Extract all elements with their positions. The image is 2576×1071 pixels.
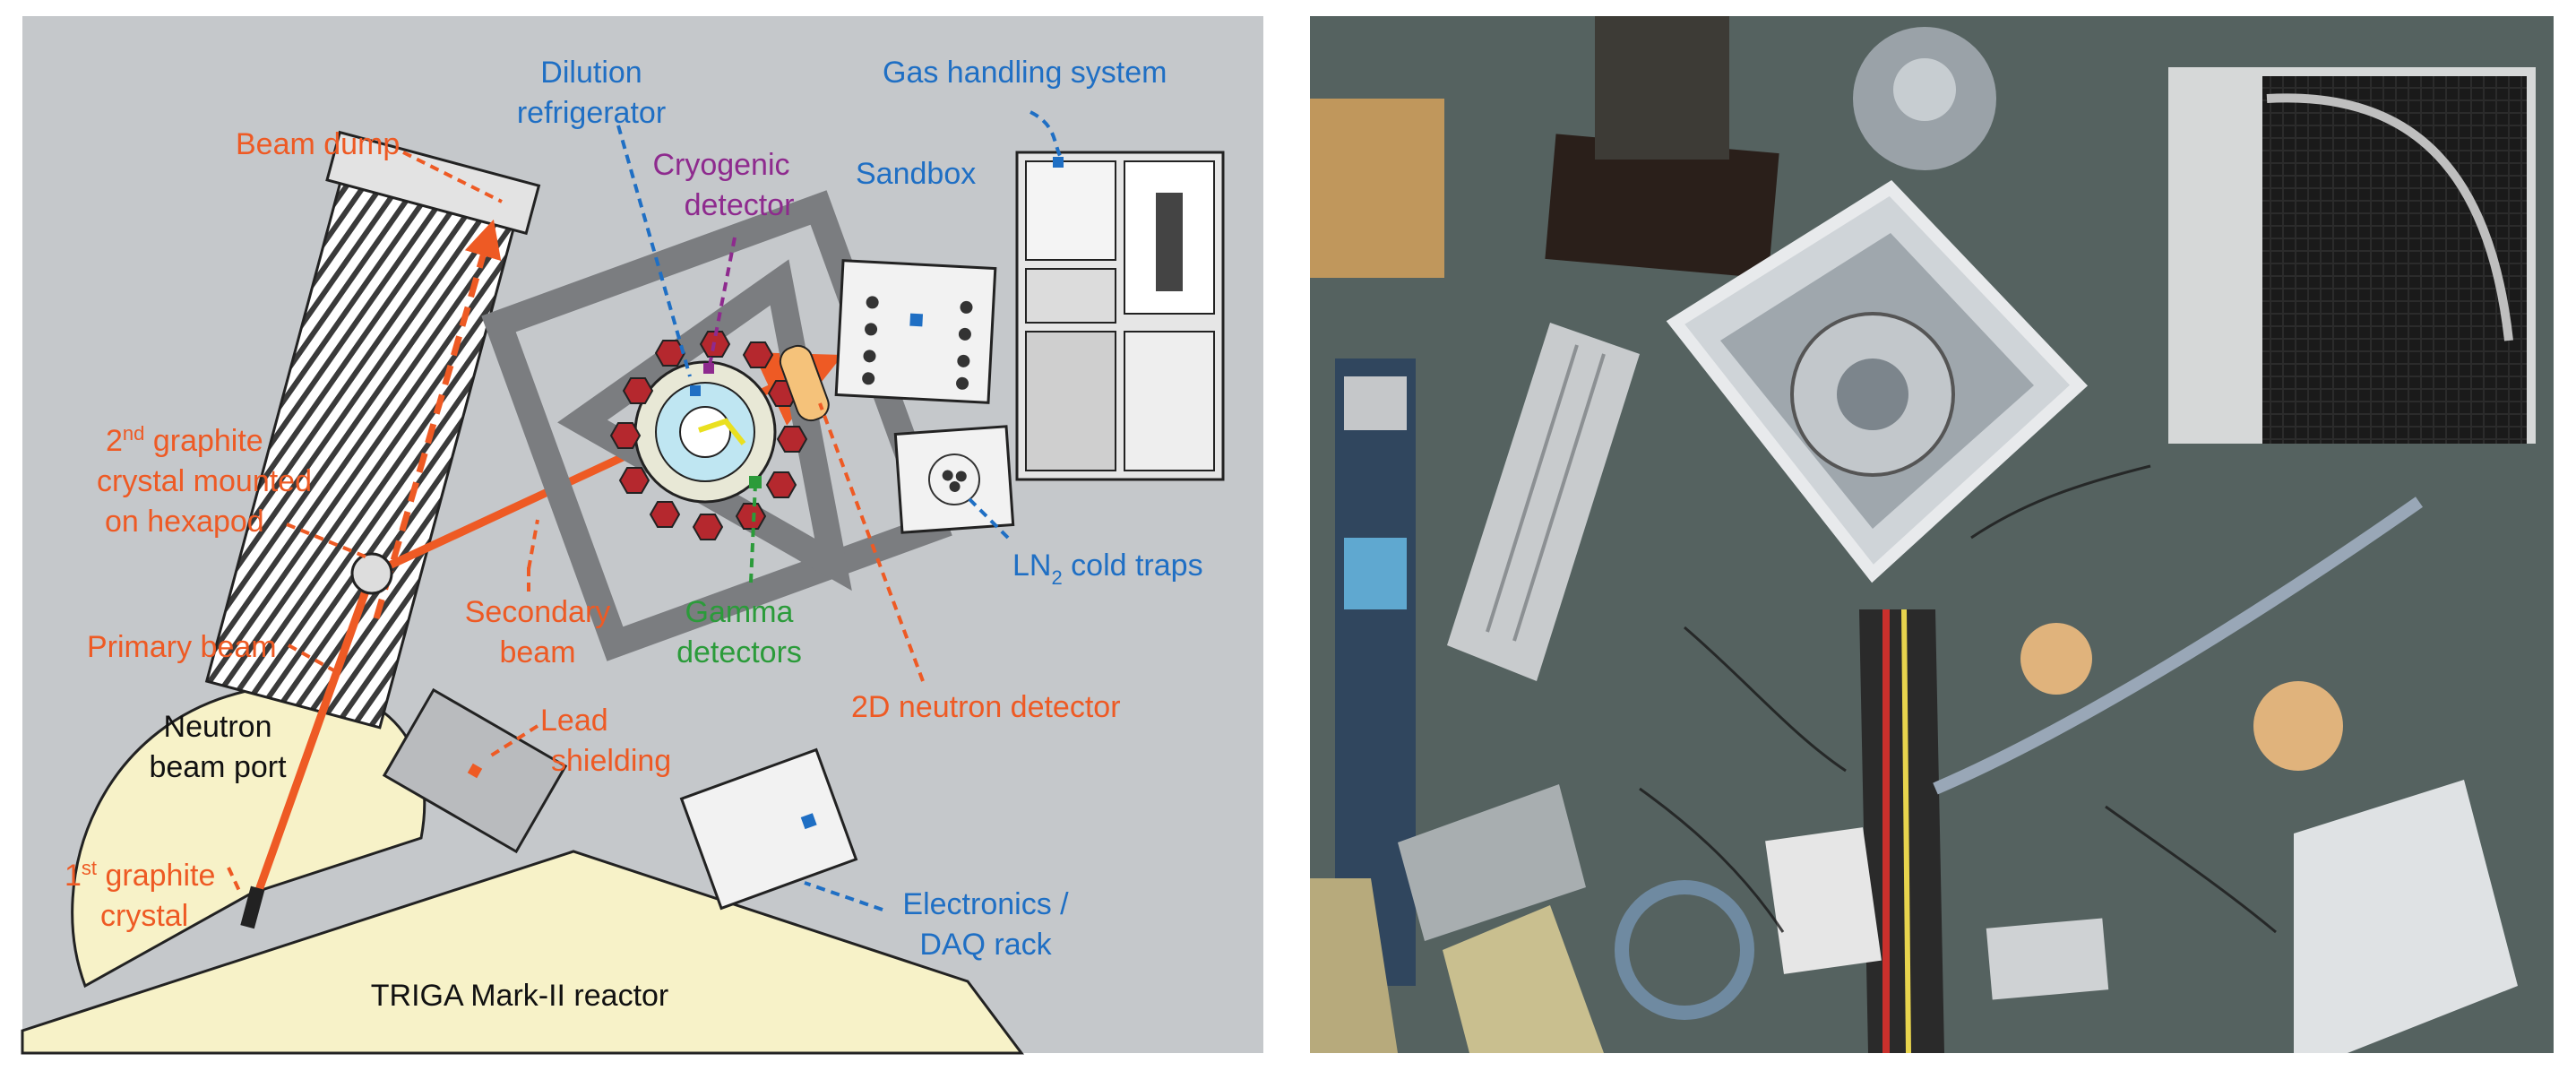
label-gamma-2: detectors bbox=[676, 635, 802, 669]
label-electronics-1: Electronics / bbox=[902, 887, 1069, 921]
label-graphite2-line3: on hexapod bbox=[105, 505, 264, 539]
graphite2-sup: nd bbox=[123, 422, 144, 445]
label-lead-2: shielding bbox=[551, 744, 671, 778]
beam-dump-assembly bbox=[204, 130, 541, 730]
primary-beam-line bbox=[249, 572, 376, 907]
photo-hose-coil bbox=[1615, 880, 1754, 1020]
gamma-detector bbox=[765, 471, 797, 498]
reactor-shape bbox=[21, 850, 1024, 1055]
label-secondary-2: beam bbox=[499, 635, 575, 669]
photo-gas-rack-mesh bbox=[2262, 76, 2527, 444]
schematic-panel: Beam dump Dilution refrigerator Cryogeni… bbox=[21, 16, 1263, 1055]
gamma-detector bbox=[692, 514, 724, 540]
ln2-cold-traps bbox=[893, 425, 1015, 534]
photo-crate bbox=[1443, 905, 1604, 1053]
beam-dump-box bbox=[325, 130, 541, 236]
gamma-marker bbox=[749, 476, 762, 488]
label-gas-handling: Gas handling system bbox=[883, 56, 1167, 90]
photo-stool bbox=[2020, 623, 2092, 695]
gamma-detector bbox=[622, 377, 654, 404]
label-electronics-2: DAQ rack bbox=[919, 928, 1052, 962]
gamma-detector bbox=[735, 503, 767, 530]
ln2-post: cold traps bbox=[1063, 548, 1203, 583]
dumped-beam-line bbox=[373, 219, 502, 619]
graphite2-number: 2 bbox=[106, 424, 123, 458]
ln2-sub: 2 bbox=[1051, 566, 1062, 589]
refrigerator-marker bbox=[690, 385, 701, 396]
gamma-detector bbox=[742, 341, 774, 368]
label-graphite1-line1: 1st graphite bbox=[65, 857, 215, 893]
label-neutron-2: beam port bbox=[149, 750, 287, 784]
neutron-detector-2d bbox=[779, 344, 830, 422]
photo-cable-tray bbox=[1859, 609, 1944, 1053]
photo-white-box bbox=[1765, 827, 1882, 974]
graphite2-text: graphite bbox=[144, 424, 263, 458]
photo-electronics-rack bbox=[2294, 780, 2518, 1053]
hexapod bbox=[350, 552, 393, 595]
gamma-detector bbox=[776, 426, 808, 453]
beam-on-detector bbox=[698, 418, 746, 445]
photo-beam-frame bbox=[1447, 323, 1640, 681]
graphite1-text: graphite bbox=[97, 859, 215, 893]
lab-photo bbox=[1310, 16, 2554, 1054]
label-primary-beam: Primary beam bbox=[87, 630, 277, 664]
label-graphite2-line1: 2nd graphite bbox=[106, 422, 263, 458]
gamma-detector bbox=[654, 340, 686, 367]
photo-top-panel bbox=[1595, 16, 1729, 160]
graphite1-sup: st bbox=[82, 857, 97, 879]
gamma-detector bbox=[609, 422, 642, 449]
leader-lines bbox=[227, 110, 1064, 911]
sandbox-box bbox=[834, 259, 997, 404]
photo-shelf bbox=[1310, 99, 1444, 278]
gamma-detector bbox=[618, 467, 650, 494]
cryogenic-stage bbox=[679, 406, 731, 458]
photo-floor-panel bbox=[1398, 784, 1586, 941]
label-neutron-1: Neutron bbox=[164, 710, 272, 744]
ln2-pre: LN bbox=[1012, 548, 1051, 583]
label-dilution-1: Dilution bbox=[540, 56, 642, 90]
lead-shielding-block bbox=[382, 687, 568, 854]
label-sandbox: Sandbox bbox=[856, 157, 976, 191]
label-cryogenic-2: detector bbox=[685, 188, 795, 222]
label-reactor: TRIGA Mark-II reactor bbox=[371, 979, 669, 1013]
photo-laptop bbox=[1986, 918, 2109, 1000]
photo-dark-cabinet bbox=[1545, 134, 1779, 279]
label-graphite1-line2: crystal bbox=[100, 899, 188, 933]
first-crystal bbox=[240, 885, 265, 929]
label-2d-detector: 2D neutron detector bbox=[851, 690, 1121, 724]
label-beam-dump: Beam dump bbox=[236, 127, 400, 161]
label-cryogenic-1: Cryogenic bbox=[652, 148, 789, 182]
label-dilution-2: refrigerator bbox=[517, 96, 666, 130]
gas-handling-rack bbox=[1015, 151, 1225, 481]
gamma-detector bbox=[649, 501, 681, 528]
photo-chair bbox=[2253, 681, 2343, 771]
graphite1-number: 1 bbox=[65, 859, 82, 893]
electronics-rack bbox=[679, 747, 858, 911]
label-secondary-1: Secondary bbox=[465, 595, 611, 629]
label-graphite2-line2: crystal mounted bbox=[97, 464, 312, 498]
label-lead-1: Lead bbox=[540, 704, 608, 738]
label-gamma-1: Gamma bbox=[685, 595, 794, 629]
label-ln2: LN2 cold traps bbox=[1012, 548, 1203, 589]
